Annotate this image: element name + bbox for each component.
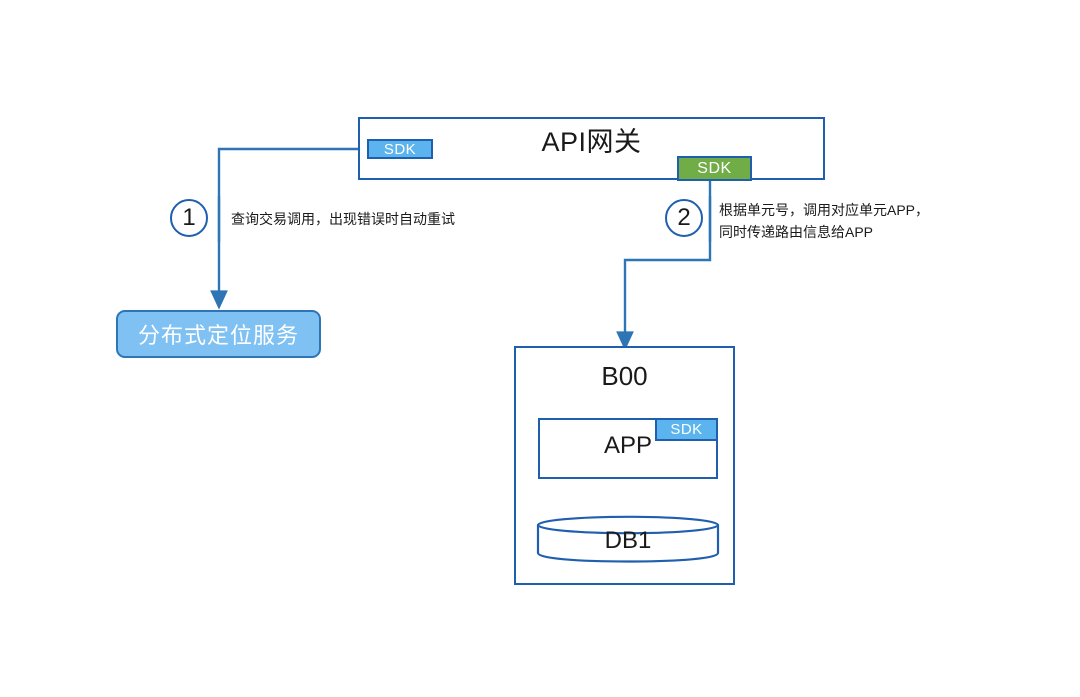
step-1-description: 查询交易调用，出现错误时自动重试 — [231, 211, 455, 227]
step-2-description: 根据单元号，调用对应单元APP， 同时传递路由信息给APP — [719, 202, 930, 240]
sdk-badge-gateway-right[interactable]: SDK — [677, 156, 752, 181]
connector-gateway-to-locator — [210, 147, 367, 310]
database-cylinder-icon[interactable] — [536, 515, 720, 563]
database-label: DB1 — [604, 527, 652, 554]
step-2-number: 2 — [665, 199, 703, 237]
api-gateway-label: API网关 — [541, 127, 642, 157]
app-label: APP — [603, 432, 653, 459]
sdk-badge-app[interactable]: SDK — [655, 418, 718, 441]
step-1-number: 1 — [170, 199, 208, 237]
sdk-badge-gateway-left[interactable]: SDK — [367, 139, 433, 159]
unit-b00-label: B00 — [601, 361, 648, 391]
locator-service-node[interactable]: 分布式定位服务 — [116, 310, 321, 358]
